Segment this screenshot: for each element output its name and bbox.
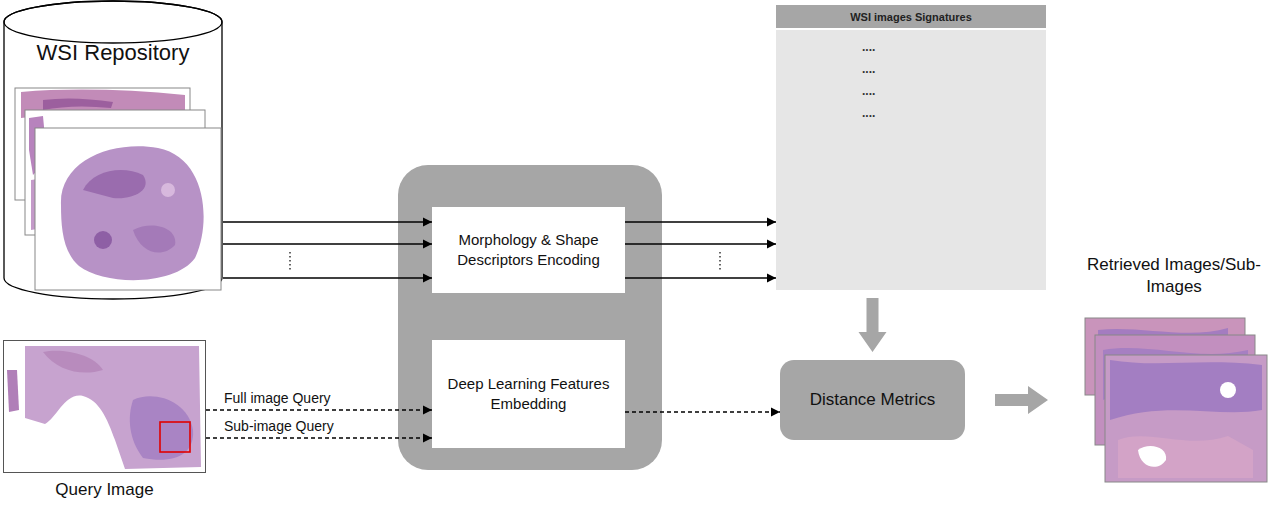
panel-body: [776, 30, 1046, 290]
drawing-part: [4, 1, 222, 43]
drawing-part: [130, 396, 193, 460]
connector-arrow: [223, 278, 432, 279]
connector-arrow: [206, 438, 432, 439]
ellipsis-label: ....: [862, 62, 875, 76]
connector-line: [206, 409, 432, 410]
ellipsis-line: [719, 252, 721, 270]
connector-line: [223, 277, 432, 278]
drawing-part: [61, 146, 204, 280]
ellipsis-label: ....: [862, 40, 875, 54]
flow-arrow: [995, 386, 1048, 414]
drawing-part: [43, 351, 103, 373]
panel-header: WSI images Signatures: [776, 5, 1046, 28]
drawing-part: [4, 341, 206, 473]
ellipsis-label: ....: [862, 84, 875, 98]
signature-panel: WSI images Signatures: [776, 5, 1046, 290]
connector-line: [625, 221, 776, 222]
distance-box: Distance Metrics: [780, 360, 965, 440]
connector-line: [625, 411, 780, 412]
drawing-part: [1138, 446, 1166, 467]
connector-arrow: [625, 412, 780, 413]
drawing-part: [94, 231, 112, 249]
edge-label: Full image Query: [222, 390, 333, 406]
drawing-part: [1105, 355, 1267, 482]
connector-arrow: [625, 278, 776, 279]
encoding-box: Morphology & Shape Descriptors Encoding: [432, 207, 625, 293]
node-label: Retrieved Images/Sub-Images: [1078, 254, 1270, 298]
connector-arrow: [206, 410, 432, 411]
drawing-part: [4, 1, 222, 299]
panel-title: WSI images Signatures: [850, 11, 972, 23]
connector-arrow: [625, 222, 776, 223]
node-label: WSI Repository: [3, 40, 223, 66]
drawing-part: [43, 98, 113, 110]
connector-line: [625, 277, 776, 278]
retrieved-images: Retrieved Images/Sub-Images: [1078, 250, 1270, 485]
node-label: Query Image: [3, 480, 206, 500]
query-image: Query Image: [3, 340, 206, 503]
thick-arrow-shape: [995, 386, 1048, 414]
node-label: Distance Metrics: [810, 390, 936, 410]
flow-arrow: [859, 298, 887, 352]
connector-line: [206, 437, 432, 438]
connector-line: [223, 243, 432, 244]
drawing-part: [161, 183, 175, 197]
embedding-box: Deep Learning Features Embedding: [432, 340, 625, 448]
ellipsis-line: [289, 252, 291, 270]
thick-arrow-shape: [859, 298, 887, 352]
edge-label: Sub-image Query: [222, 418, 336, 434]
connector-line: [625, 243, 776, 244]
node-label: Deep Learning Features Embedding: [442, 374, 615, 415]
drawing-part: [1220, 382, 1236, 398]
connector-arrow: [223, 244, 432, 245]
encoder-panel-shape: [398, 165, 662, 470]
drawing-part: [25, 346, 201, 469]
ellipsis-label: ....: [862, 106, 875, 120]
connector-arrow: [223, 222, 432, 223]
connector-arrow: [625, 244, 776, 245]
node-label: Morphology & Shape Descriptors Encoding: [442, 230, 615, 271]
drawing-part: [35, 128, 221, 290]
repository-cylinder: WSI Repository: [3, 0, 223, 300]
drawing-part: [133, 226, 175, 253]
query-slide: [3, 340, 206, 503]
drawing-part: [1118, 436, 1253, 478]
drawing-part: [1110, 360, 1262, 420]
drawing-part: [160, 422, 190, 452]
connector-line: [223, 221, 432, 222]
drawing-part: [7, 370, 19, 412]
drawing-part: [83, 170, 146, 198]
